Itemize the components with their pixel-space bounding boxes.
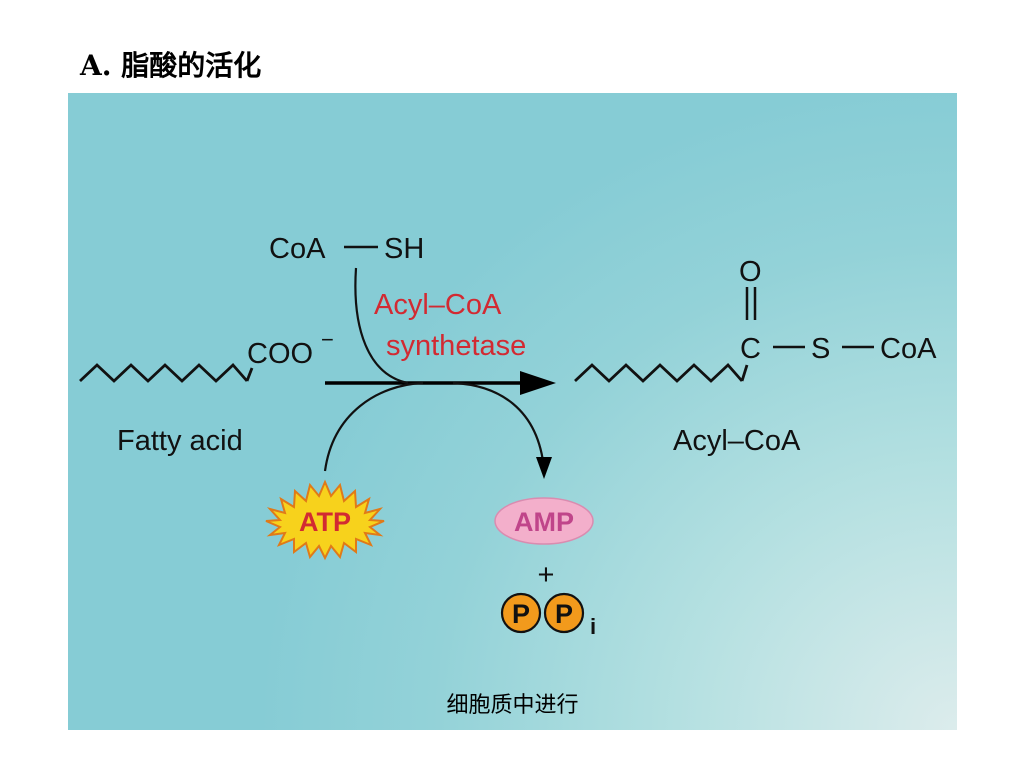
phosphate-circle-2 [543, 592, 585, 634]
carbonyl-oxygen: O [739, 256, 762, 288]
reaction-diagram: CoA SH Acyl–CoA synthetase COO − Fatty a… [79, 233, 937, 639]
enzyme-name-line2: synthetase [386, 330, 526, 362]
acyl-carbon-bond [740, 364, 749, 382]
amp-curve [452, 381, 546, 470]
sh-label: SH [384, 233, 424, 265]
reaction-figure: CoA SH Acyl–CoA synthetase COO − Fatty a… [68, 93, 957, 730]
plus-sign: + [538, 559, 555, 591]
carboxyl-bond [245, 367, 254, 382]
phosphate-label-2: P [555, 599, 573, 629]
coa-sh-curve [354, 267, 409, 385]
product-coa: CoA [880, 333, 937, 365]
acyl-chain [574, 362, 744, 383]
reaction-arrowhead [520, 371, 556, 395]
atp-label: ATP [299, 507, 351, 537]
enzyme-name-line1: Acyl–CoA [374, 289, 502, 321]
phosphate-circle-1 [500, 592, 542, 634]
coa-label: CoA [269, 233, 326, 265]
amp-curve-arrowhead [536, 457, 552, 479]
amp-ellipse [494, 497, 594, 545]
inorganic-subscript: i [590, 614, 596, 639]
carboxylate-group: COO [247, 338, 313, 370]
location-caption: 细胞质中进行 [446, 693, 579, 718]
amp-label: AMP [514, 507, 574, 537]
fatty-acid-label: Fatty acid [117, 425, 243, 457]
carbonyl-carbon: C [740, 333, 761, 365]
acyl-coa-label: Acyl–CoA [673, 425, 801, 457]
fatty-acid-chain [79, 362, 249, 383]
carboxylate-charge: − [321, 327, 334, 352]
slide-title: A. 脂酸的活化 [80, 49, 262, 82]
atp-curve [323, 381, 424, 472]
phosphate-label-1: P [512, 599, 530, 629]
atp-starburst [265, 479, 385, 561]
thioester-sulfur: S [811, 333, 830, 365]
